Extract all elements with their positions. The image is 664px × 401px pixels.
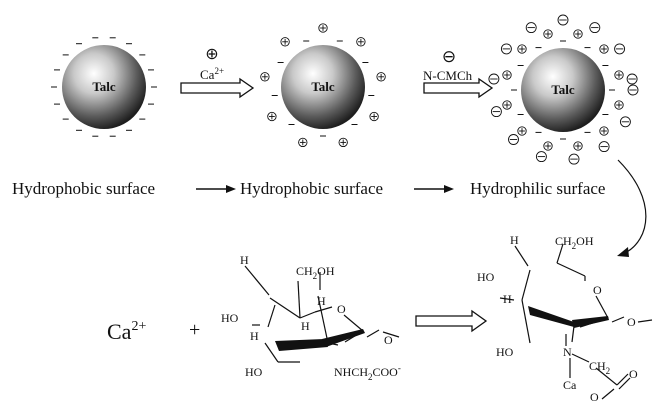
step-1-reagent: ⊕ Ca2+ <box>200 46 224 82</box>
positive-ion-icon <box>502 70 512 80</box>
reaction-arrow <box>415 309 488 333</box>
calcium-ion: Ca2+ <box>107 319 146 344</box>
positive-ion-icon <box>614 100 624 110</box>
atom-o-ether: O <box>384 333 393 347</box>
mixed-charges <box>488 14 639 165</box>
atom-o-ether: O <box>627 315 636 329</box>
negative-ion-icon <box>488 73 500 85</box>
talc-sphere <box>281 45 365 129</box>
positive-ion-icon <box>376 72 386 82</box>
caption-arrow-2 <box>414 185 454 193</box>
negative-charges <box>51 37 157 137</box>
group-ch2oh: CH2OH <box>296 264 335 281</box>
plus-sign: + <box>189 319 200 341</box>
negative-ion-icon <box>557 14 569 26</box>
atom-o-ring: O <box>593 283 602 297</box>
caption-arrow-1 <box>196 185 236 193</box>
atom-h-ring: H <box>317 294 326 308</box>
cation-icon: ⊕ <box>205 46 218 63</box>
talc-label: Talc <box>92 79 116 94</box>
negative-ion-icon <box>525 22 537 34</box>
positive-ion-icon <box>260 72 270 82</box>
reagent-label: N-CMCh <box>423 68 473 83</box>
positive-ion-icon <box>318 23 328 33</box>
atom-ca: Ca <box>563 378 577 392</box>
n-cmch-monomer: H CH2OH H O HO H H HO O NHCH2COO- <box>221 253 401 382</box>
positive-ion-icon <box>599 44 609 54</box>
group-ch2oh: CH2OH <box>555 234 594 251</box>
atom-h-top: H <box>510 233 519 247</box>
positive-ion-icon <box>356 37 366 47</box>
positive-ion-icon <box>298 137 308 148</box>
positive-ion-icon <box>517 44 527 54</box>
positive-ion-icon <box>614 70 624 80</box>
group-ho-left: HO <box>221 311 239 325</box>
negative-ion-icon <box>568 153 580 165</box>
process-arrow-2 <box>423 77 494 99</box>
surface-label-1: Hydrophobic surface <box>12 179 155 198</box>
atom-o-ring: O <box>337 302 346 316</box>
process-arrow-1 <box>180 77 255 99</box>
negative-ion-icon <box>500 43 512 55</box>
reagent-label: Ca2+ <box>200 66 224 82</box>
negative-ion-icon <box>589 22 601 34</box>
negative-ion-icon <box>508 134 519 145</box>
curved-arrow <box>617 159 647 257</box>
group-carboxymethyl: NHCH2COO- <box>334 363 401 382</box>
talc-label: Talc <box>311 79 335 94</box>
group-ch2: CH2 <box>589 359 610 376</box>
positive-ion-icon <box>599 126 609 136</box>
positive-ion-icon <box>517 126 527 136</box>
negative-ion-icon <box>619 116 631 128</box>
talc-particle-1: Talc <box>51 37 157 137</box>
negative-ion-icon <box>626 73 638 85</box>
talc-particle-3: Talc <box>488 14 639 165</box>
atom-h-top: H <box>240 253 249 267</box>
atom-h-bottom: H <box>301 319 310 333</box>
surface-label-3: Hydrophilic surface <box>470 179 605 198</box>
atom-o-keto: O <box>629 367 638 381</box>
positive-ion-icon <box>338 137 348 148</box>
ca-chelate-product: H CH2OH HO O H HO O N CH2 Ca O O <box>477 233 653 401</box>
negative-ion-icon <box>535 151 547 163</box>
negative-ion-icon <box>490 106 502 118</box>
negative-ion-icon <box>614 43 626 55</box>
group-ho-bottom: HO <box>245 365 263 379</box>
surface-label-2: Hydrophobic surface <box>240 179 383 198</box>
talc-sphere <box>521 48 605 132</box>
atom-h-left: H <box>250 329 259 343</box>
positive-ion-icon <box>369 111 379 122</box>
atom-h-left: H <box>503 292 512 306</box>
talc-particle-2: Talc <box>260 23 386 148</box>
positive-ion-icon <box>280 37 290 47</box>
negative-ion-icon <box>598 141 610 153</box>
mixed-charges <box>260 23 386 148</box>
positive-ion-icon <box>543 29 553 39</box>
anion-icon: ⊖ <box>442 47 456 66</box>
talc-label: Talc <box>551 82 575 97</box>
step-2-reagent: ⊖ N-CMCh <box>423 47 473 83</box>
positive-ion-icon <box>267 111 277 122</box>
negative-ion-icon <box>627 84 639 96</box>
atom-n: N <box>563 345 572 359</box>
group-ho-bottom: HO <box>496 345 514 359</box>
group-ho-left: HO <box>477 270 495 284</box>
atom-o-chelate: O <box>590 390 599 401</box>
positive-ion-icon <box>543 141 553 151</box>
talc-sphere <box>62 45 146 129</box>
positive-ion-icon <box>573 29 583 39</box>
positive-ion-icon <box>502 100 512 110</box>
positive-ion-icon <box>573 141 583 151</box>
